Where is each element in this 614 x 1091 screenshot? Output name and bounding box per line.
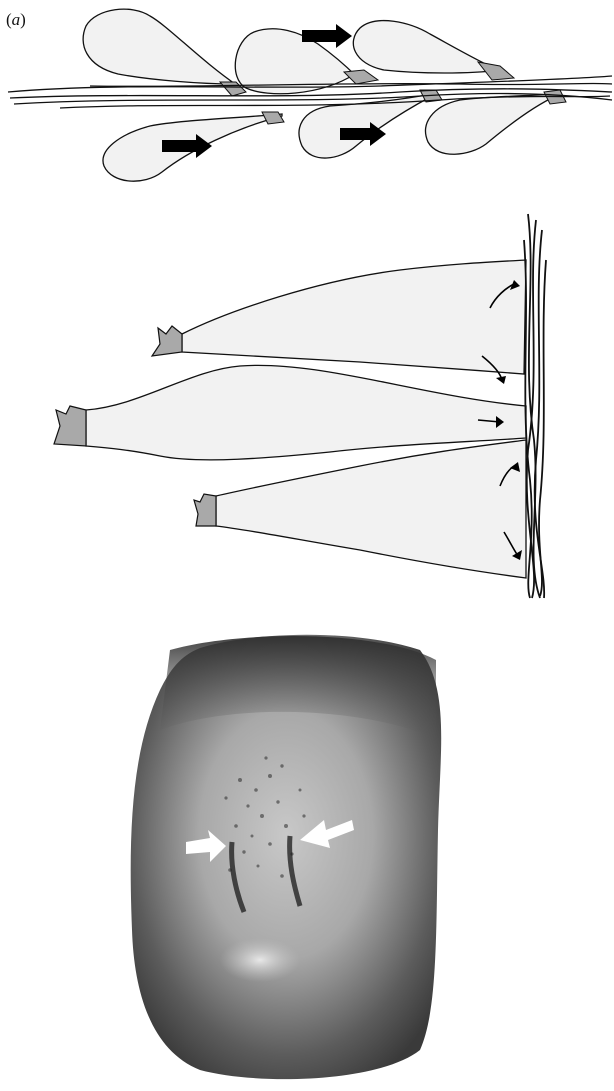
arrow-icon bbox=[496, 376, 506, 384]
cell bbox=[86, 365, 526, 460]
cell bbox=[216, 440, 526, 578]
embryo-micrograph bbox=[0, 630, 614, 1090]
cell bbox=[353, 21, 502, 73]
middle-diagram bbox=[0, 200, 614, 600]
cell bbox=[182, 260, 526, 374]
top-diagram bbox=[0, 0, 614, 200]
cell bbox=[83, 9, 238, 86]
cell bbox=[426, 94, 556, 154]
